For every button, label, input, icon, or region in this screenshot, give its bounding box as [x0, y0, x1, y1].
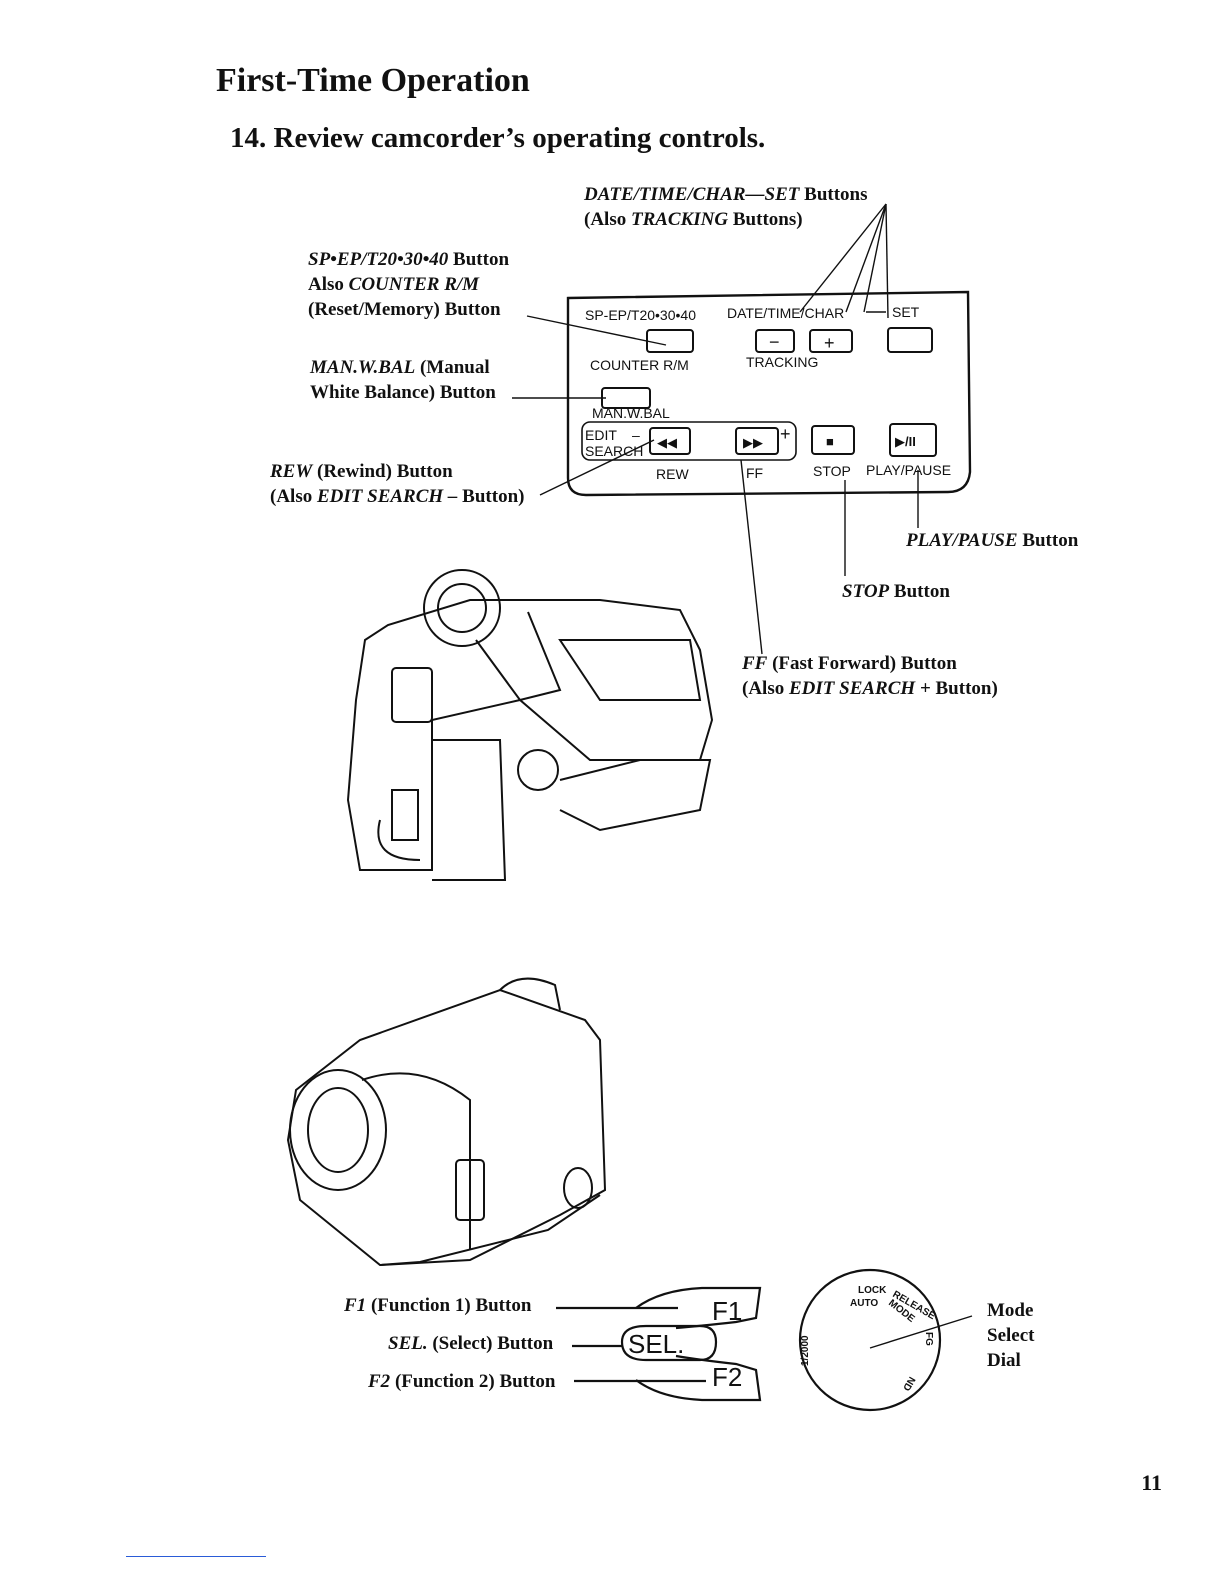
footer-rule	[126, 1556, 266, 1557]
panel-date-time-label: DATE/TIME/CHAR	[727, 305, 844, 321]
section-title: First-Time Operation	[216, 62, 530, 99]
panel-minus-symbol: −	[769, 332, 780, 352]
panel-tracking-label: TRACKING	[746, 354, 818, 370]
callout-f2: F2 (Function 2) Button	[368, 1371, 556, 1392]
panel-edit-label: EDIT	[585, 427, 617, 443]
panel-set-label: SET	[892, 304, 920, 320]
panel-rew-label: REW	[656, 466, 689, 482]
callout-stop: STOP Button	[842, 581, 950, 602]
callout-ff: FF (Fast Forward) Button (Also EDIT SEAR…	[742, 653, 998, 699]
callout-sp-ep: SP•EP/T20•30•40 Button Also COUNTER R/M …	[308, 249, 510, 320]
dial-shutter-label: 1/2000	[800, 1335, 811, 1366]
callout-mode-dial: Mode Select Dial	[987, 1300, 1035, 1371]
panel-edit-minus: –	[632, 427, 640, 443]
panel-sp-ep-label: SP-EP/T20•30•40	[585, 307, 696, 323]
sel-key-label: SEL.	[628, 1329, 684, 1359]
rew-symbol: ◀◀	[657, 435, 677, 450]
panel-counter-label: COUNTER R/M	[590, 357, 689, 373]
panel-ff-label: FF	[746, 465, 763, 481]
panel-edit-plus: +	[780, 424, 791, 444]
callout-date-time-set: DATE/TIME/CHAR—SET Buttons (Also TRACKIN…	[584, 184, 868, 230]
callout-rew: REW (Rewind) Button (Also EDIT SEARCH – …	[270, 461, 525, 507]
page-number: 11	[1141, 1470, 1162, 1495]
callout-play-pause: PLAY/PAUSE Button	[906, 530, 1079, 551]
callout-f1: F1 (Function 1) Button	[344, 1295, 532, 1316]
play-pause-symbol: ▶/II	[895, 434, 916, 449]
f1-key-label: F1	[712, 1296, 742, 1326]
panel-search-label: SEARCH	[585, 443, 643, 459]
dial-fg-label: FG	[923, 1332, 934, 1346]
dial-auto-label: AUTO	[850, 1298, 878, 1309]
f2-key-label: F2	[712, 1362, 742, 1392]
ff-symbol: ▶▶	[743, 435, 763, 450]
stop-symbol: ■	[826, 434, 834, 449]
panel-play-pause-label: PLAY/PAUSE	[866, 462, 951, 478]
callout-man-wbal: MAN.W.BAL (Manual White Balance) Button	[310, 357, 496, 403]
panel-plus-symbol: +	[824, 333, 835, 353]
dial-lock-label: LOCK	[858, 1285, 887, 1296]
panel-stop-label: STOP	[813, 463, 851, 479]
callout-sel: SEL. (Select) Button	[388, 1333, 554, 1354]
dial-nd-label: ND	[900, 1375, 917, 1393]
step-title: 14. Review camcorder’s operating control…	[230, 122, 766, 154]
panel-man-wbal-label: MAN.W.BAL	[592, 405, 670, 421]
